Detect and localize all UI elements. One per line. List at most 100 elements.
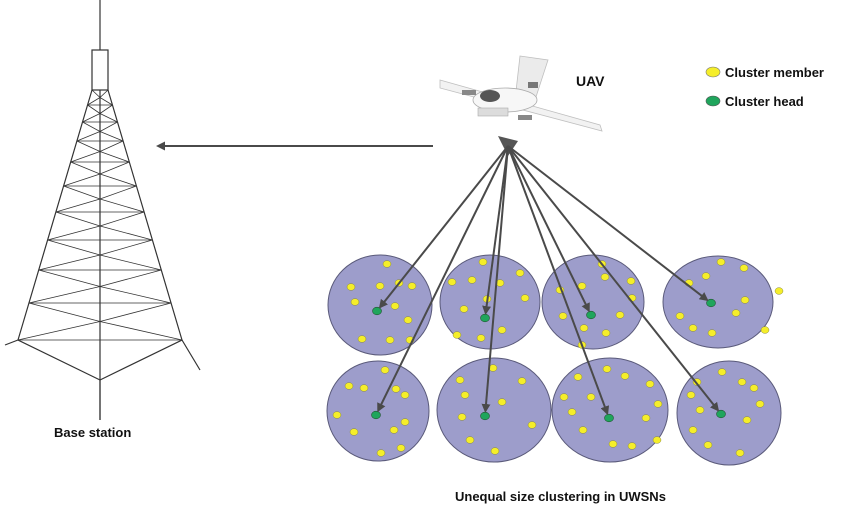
cluster-member-node [400,418,410,426]
legend-member-icon [705,66,721,78]
cluster-top-3 [541,254,645,350]
cluster-member-node [344,382,354,390]
cluster-member-node [520,294,530,302]
uav-to-cluster-head-arrow [507,145,590,313]
cluster-member-node [459,305,469,313]
cluster-member-node [467,276,477,284]
cluster-member-node [688,324,698,332]
cluster-member-node [558,312,568,320]
cluster-bottom-2 [436,357,552,463]
uav-to-cluster-head-arrow [481,145,509,414]
cluster-member-node [577,282,587,290]
cluster-top-4 [662,255,784,349]
cluster-top-2 [439,254,541,350]
cluster-member-node [645,380,655,388]
cluster-member-node [357,335,367,343]
base-station-tower [4,0,201,420]
cluster-member-node [601,329,611,337]
uav-to-cluster-head-arrow [377,145,509,413]
uav-to-cluster-head-arrow [507,145,709,302]
cluster-head-node [371,410,381,420]
cluster-bottom-1 [326,360,430,462]
cluster-member-node [615,311,625,319]
cluster-member-node [346,283,356,291]
cluster-member-node [385,336,395,344]
cluster-member-node [620,372,630,380]
cluster-member-node [760,326,770,334]
cluster-member-node [717,368,727,376]
cluster-member-node [737,378,747,386]
cluster-member-node [457,413,467,421]
cluster-member-node [688,426,698,434]
cluster-member-node [375,282,385,290]
cluster-member-node [452,331,462,339]
cluster-head-node [716,409,726,419]
cluster-member-node [396,444,406,452]
cluster-member-node [455,376,465,384]
uav-label: UAV [576,73,605,89]
cluster-member-node [641,414,651,422]
cluster-head-node [372,306,382,316]
cluster-member-node [380,366,390,374]
base-station-label: Base station [54,425,131,440]
cluster-member-node [349,428,359,436]
cluster-head-node [586,310,596,320]
cluster-region [662,255,774,349]
cluster-member-node [400,391,410,399]
cluster-member-node [573,373,583,381]
cluster-member-node [740,296,750,304]
cluster-member-node [476,334,486,342]
cluster-member-node [376,449,386,457]
cluster-member-node [695,406,705,414]
uav-to-cluster-head-arrow [482,145,509,316]
cluster-member-node [600,273,610,281]
cluster-member-node [586,393,596,401]
cluster-member-node [653,400,663,408]
cluster-member-node [602,365,612,373]
cluster-member-node [707,329,717,337]
cluster-bottom-3 [551,357,669,463]
cluster-region [551,357,669,463]
cluster-region [436,357,552,463]
cluster-member-node [578,426,588,434]
cluster-member-node [478,258,488,266]
cluster-member-node [567,408,577,416]
legend-head-icon [705,95,721,107]
cluster-member-node [407,282,417,290]
cluster-member-node [675,312,685,320]
cluster-member-node [390,302,400,310]
cluster-member-node [490,447,500,455]
cluster-member-node [735,449,745,457]
cluster-head-node [604,413,614,423]
cluster-member-node [332,411,342,419]
cluster-member-node [460,391,470,399]
cluster-member-node [465,436,475,444]
cluster-member-node [716,258,726,266]
legend-head-label: Cluster head [725,94,804,109]
cluster-member-node [579,324,589,332]
cluster-member-node [389,426,399,434]
cluster-member-node [403,316,413,324]
cluster-member-node [382,260,392,268]
cluster-top-1 [327,254,433,356]
cluster-member-node [359,384,369,392]
cluster-region [327,254,433,356]
cluster-bottom-4 [676,360,782,466]
cluster-region [676,360,782,466]
cluster-member-node [652,436,662,444]
cluster-head-node [480,411,490,421]
uav-drone [439,55,603,156]
cluster-member-node [749,384,759,392]
cluster-member-node [391,385,401,393]
diagram-caption: Unequal size clustering in UWSNs [455,489,666,504]
cluster-member-node [527,421,537,429]
cluster-member-node [517,377,527,385]
legend: Cluster member Cluster head [705,65,824,109]
cluster-member-node [626,277,636,285]
cluster-member-node [497,398,507,406]
cluster-member-node [350,298,360,306]
cluster-member-node [515,269,525,277]
cluster-head-node [480,313,490,323]
cluster-member-node [497,326,507,334]
cluster-member-node [686,391,696,399]
